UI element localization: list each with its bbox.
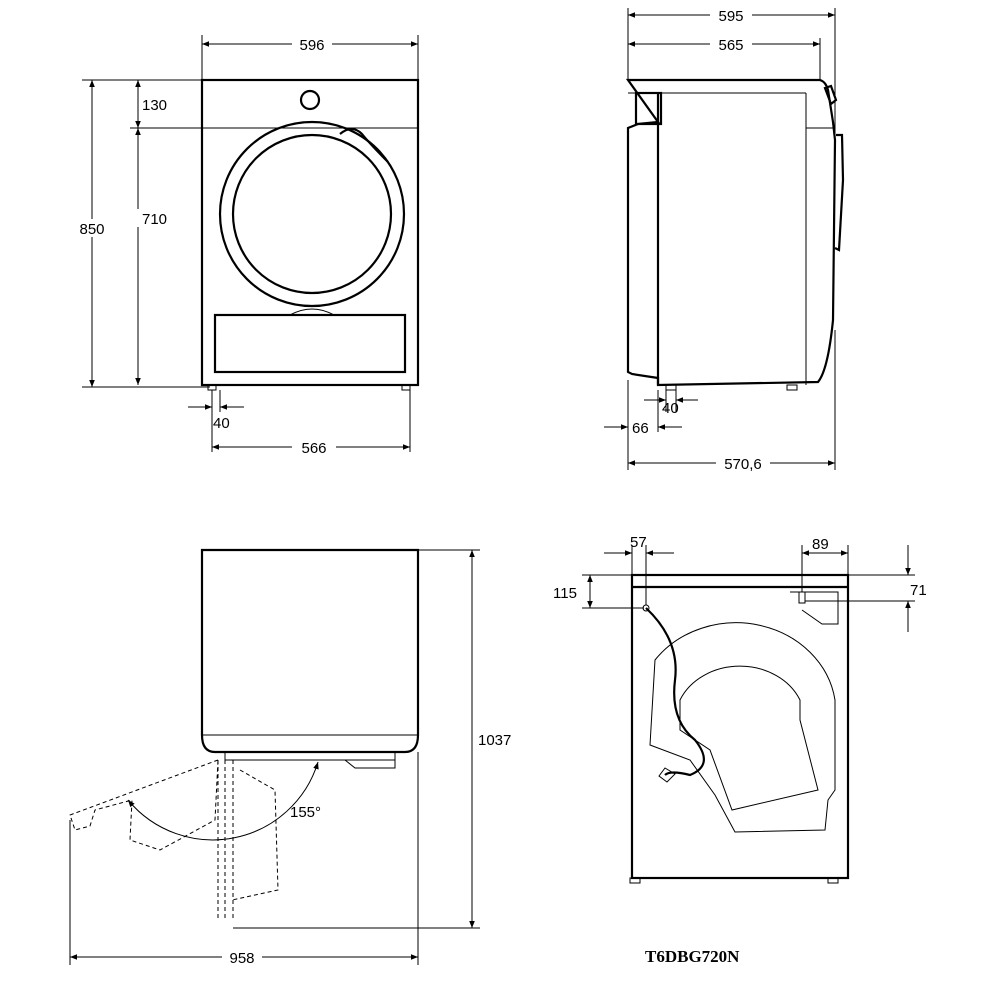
condenser-cover [634, 91, 663, 126]
filter-drawer [213, 313, 407, 374]
hose-offset-x-label: 57 [630, 534, 647, 551]
side-view: 595 565 66 40 570,6 [604, 6, 845, 473]
foot-right [401, 384, 411, 391]
door-angle-label: 155° [290, 804, 321, 821]
top-knob-side [823, 84, 838, 106]
width-label: 596 [299, 37, 324, 54]
base-depth-label: 570,6 [724, 456, 762, 473]
door-outer [218, 120, 406, 308]
door-handle [339, 127, 389, 163]
hose-offset-y-label: 115 [553, 585, 577, 602]
panel-height-label: 130 [142, 97, 167, 114]
vent-offset-x-label: 89 [812, 536, 829, 553]
front-view: 596 850 130 710 40 566 [74, 35, 420, 457]
vent-bracket [790, 591, 839, 625]
power-cable [645, 607, 705, 777]
program-knob [299, 89, 321, 111]
overall-depth-label: 595 [718, 8, 743, 25]
power-plug [658, 767, 676, 783]
dryer-body-side [625, 78, 837, 387]
top-view: 155° 1037 958 [69, 548, 511, 967]
width-door-open-label: 958 [229, 950, 254, 967]
rear-offset-label: 66 [632, 420, 649, 437]
door-glass [231, 133, 393, 295]
total-height-label: 850 [79, 221, 104, 238]
vent-offset-y-label: 71 [910, 582, 927, 599]
depth-door-open-label: 1037 [478, 732, 511, 749]
door-open-outline [69, 759, 219, 851]
body-height-label: 710 [142, 211, 167, 228]
foot-span-label: 566 [301, 440, 326, 457]
drum-inner [679, 665, 819, 811]
door-latch [289, 308, 335, 316]
foot-offset-label: 40 [213, 415, 230, 432]
rear-view: 57 115 89 71 [553, 534, 927, 884]
drum-outline [649, 622, 836, 833]
top-depth-label: 565 [718, 37, 743, 54]
vent-outlet [798, 591, 806, 604]
dryer-body-front [200, 78, 420, 387]
dryer-body-rear [630, 573, 850, 880]
door-side [834, 133, 845, 252]
model-label: T6DBG720N [645, 947, 740, 966]
dryer-body-top [200, 548, 420, 754]
door-angle-arc [127, 761, 319, 841]
foot-offset-side-label: 40 [662, 400, 679, 417]
